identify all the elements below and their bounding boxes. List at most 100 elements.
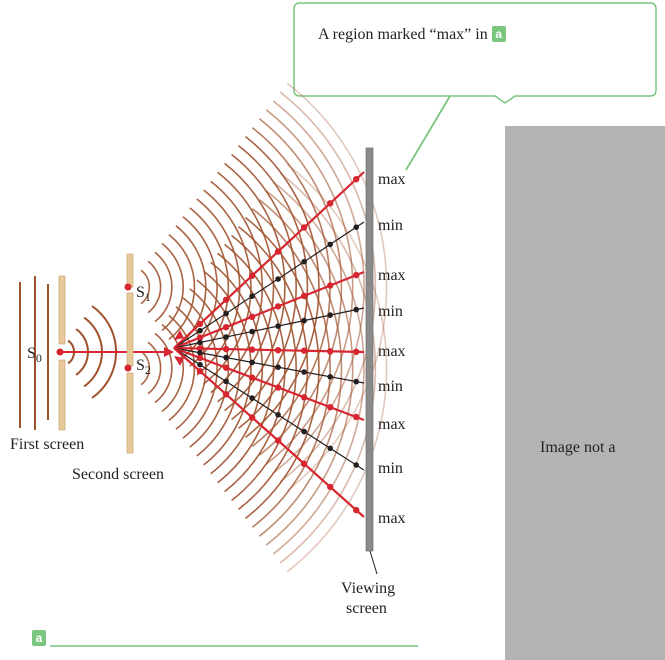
wavefront-s2 xyxy=(279,172,377,564)
callout-pointer xyxy=(405,95,451,171)
max-ray-dot xyxy=(196,320,204,328)
min-ray-dot xyxy=(353,224,360,230)
max-ray-dot xyxy=(274,347,282,354)
min-ray-dot xyxy=(223,310,229,317)
slit-s2-dot xyxy=(124,364,132,372)
label-s0-letter: S xyxy=(27,345,36,362)
first-screen-upper xyxy=(58,275,66,345)
wavefront-s1 xyxy=(147,260,162,314)
max-ray-dot xyxy=(353,271,360,279)
min-ray-dot xyxy=(249,359,255,366)
min-ray-dot xyxy=(327,241,334,248)
min-ray-dot xyxy=(249,293,255,300)
wavefront-s2 xyxy=(161,323,184,413)
fringe-label: max xyxy=(378,267,406,284)
max-ray-dot xyxy=(274,248,282,255)
wavefront-s1 xyxy=(154,251,173,323)
min-ray-dot xyxy=(353,462,360,468)
fringe-label: min xyxy=(378,378,403,395)
fringe-label: max xyxy=(378,510,406,527)
max-ray-dot xyxy=(248,374,256,381)
fringe-label: max xyxy=(378,171,406,188)
wavefront-s1 xyxy=(161,242,184,332)
label-s0: S0 xyxy=(27,345,42,365)
max-ray-dot xyxy=(300,347,308,354)
callout-box xyxy=(293,2,657,104)
max-ray-dot xyxy=(353,348,360,355)
wavefront-s2 xyxy=(258,199,343,537)
min-ray-dot xyxy=(353,378,360,385)
label-s1: S1 xyxy=(136,284,151,304)
wavefront-s1 xyxy=(168,233,196,341)
ray-arrowhead xyxy=(174,330,184,340)
wavefront-s2 xyxy=(231,234,297,502)
min-ray-dot xyxy=(197,350,203,356)
wavefront-s2 xyxy=(168,314,196,422)
second-screen-middle xyxy=(126,292,134,367)
wavefront-s1 xyxy=(265,109,354,465)
max-ray-dot xyxy=(248,414,256,421)
max-ray-dot xyxy=(248,313,256,320)
wavefront-s2 xyxy=(140,350,151,386)
wavefront-s2 xyxy=(217,252,275,484)
max-ray-dot xyxy=(248,346,256,353)
wavefront-s2 xyxy=(272,181,365,555)
wavefront-s1 xyxy=(189,207,230,367)
label-viewing-screen-line2: screen xyxy=(346,600,387,617)
max-ray-dot xyxy=(196,354,204,362)
fringe-label: min xyxy=(378,460,403,477)
viewing-screen-leader xyxy=(369,550,378,575)
callout-text: A region marked “max” in a xyxy=(318,26,506,44)
wavefront-s1 xyxy=(286,82,388,492)
min-ray-dot xyxy=(275,276,281,282)
first-screen-lower xyxy=(58,359,66,431)
wavefront-s2 xyxy=(286,163,388,573)
min-ray-dot xyxy=(327,312,334,318)
label-s0-sub: 0 xyxy=(35,351,42,365)
max-ray-dot xyxy=(274,303,282,310)
max-ray-dot xyxy=(353,176,360,183)
min-ray-dot xyxy=(301,258,307,265)
label-s1-sub: 1 xyxy=(144,290,151,304)
max-ray-dot xyxy=(222,324,230,331)
slit-s1-dot xyxy=(124,283,132,291)
max-ray-dot xyxy=(222,296,230,303)
max-ray-dot xyxy=(222,364,230,371)
min-ray-dot xyxy=(197,361,203,368)
fringe-label: max xyxy=(378,416,406,433)
placeholder-text: Image not a xyxy=(540,439,616,456)
wavefront-s2 xyxy=(238,225,309,511)
min-ray-dot xyxy=(275,364,281,371)
max-ray-dot xyxy=(274,437,282,444)
min-ray-dot xyxy=(301,317,307,324)
image-placeholder: Image not a xyxy=(505,126,665,660)
wavefront-s1 xyxy=(140,269,151,305)
fringe-label: min xyxy=(378,217,403,234)
label-viewing-screen-line1: Viewing xyxy=(341,580,396,597)
max-ray-dot xyxy=(300,460,308,467)
min-ray-dot xyxy=(249,328,255,335)
min-ray-dot xyxy=(353,306,360,313)
wavefront-s1 xyxy=(231,153,297,421)
wavefront-s2 xyxy=(203,270,252,466)
callout-badge: a xyxy=(491,26,506,42)
panel-label-badge: a xyxy=(32,630,46,646)
wavefront-s1 xyxy=(258,118,343,456)
max-ray-dot xyxy=(196,368,204,375)
fringe-label: max xyxy=(378,343,406,360)
max-ray-dot xyxy=(327,404,334,411)
wavefront-s2 xyxy=(196,279,241,457)
incident-ray-arrowhead xyxy=(164,347,174,357)
max-ray-dot xyxy=(222,391,230,398)
min-ray-dot xyxy=(223,334,229,340)
max-ray-dot xyxy=(353,506,360,514)
min-ray-dot xyxy=(327,445,334,452)
max-ray-dot xyxy=(196,334,204,341)
label-s2: S2 xyxy=(136,357,151,377)
max-ray-dot xyxy=(196,345,204,352)
wavefront-s2 xyxy=(154,332,173,404)
label-s2-sub: 2 xyxy=(144,363,151,377)
wavefront-s2 xyxy=(147,341,162,395)
min-ray-dot xyxy=(223,354,229,361)
